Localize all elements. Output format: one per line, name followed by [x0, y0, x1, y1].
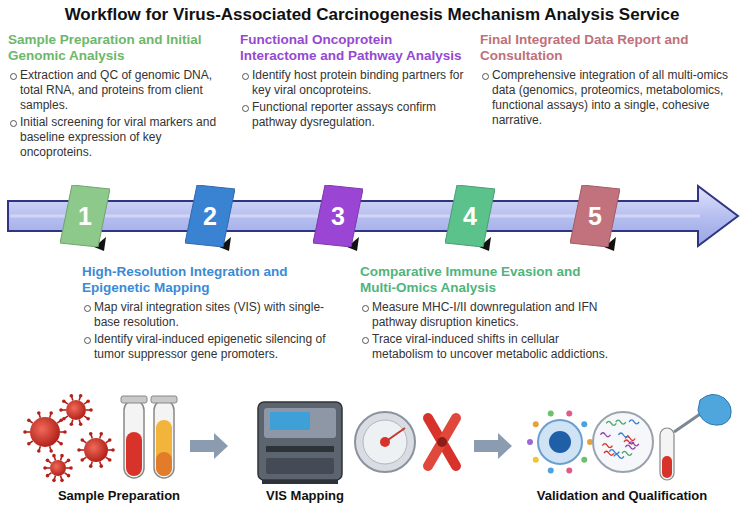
step-heading: Sample Preparation and Initial Genomic A… — [8, 32, 226, 64]
bullet-text: Initial screening for viral markers and … — [20, 115, 216, 159]
pipette-and-tube — [660, 394, 731, 480]
bullet-item: Trace viral-induced shifts in cellular m… — [360, 332, 610, 362]
virus-illustration — [23, 394, 115, 482]
step-tag: 5 — [570, 185, 620, 247]
bullet-marker — [362, 305, 369, 312]
step-tag: 3 — [313, 185, 363, 247]
bullet-marker — [362, 337, 369, 344]
bullet-item: Comprehensive integration of all multi-o… — [480, 68, 736, 128]
step-number: 1 — [60, 185, 110, 247]
illustration-caption: Validation and Qualification — [507, 488, 737, 503]
bullet-text: Measure MHC-I/II downregulation and IFN … — [372, 300, 597, 329]
step-description: Comparative Immune Evasion and Multi-Omi… — [360, 264, 610, 364]
step-number: 4 — [445, 185, 495, 247]
step-description: Sample Preparation and Initial Genomic A… — [8, 32, 226, 162]
bullet-marker — [242, 105, 249, 112]
step-tag: 1 — [60, 185, 110, 247]
bullet-item: Identify viral-induced epigenetic silenc… — [82, 332, 340, 362]
step-tag: 4 — [445, 185, 495, 247]
step-number: 3 — [313, 185, 363, 247]
bullet-marker — [242, 73, 249, 80]
bullet-item: Identify host protein binding partners f… — [240, 68, 468, 98]
immune-cell — [527, 410, 593, 473]
bullet-marker — [10, 120, 17, 127]
bullet-text: Identify viral-induced epigenetic silenc… — [94, 332, 325, 361]
illustration-caption: VIS Mapping — [190, 488, 420, 503]
step-heading: High-Resolution Integration and Epigenet… — [82, 264, 340, 296]
step-heading: Functional Oncoprotein Interactome and P… — [240, 32, 468, 64]
bullet-marker — [84, 305, 91, 312]
tag-folds — [94, 237, 616, 251]
step-description: High-Resolution Integration and Epigenet… — [82, 264, 340, 364]
flow-arrow — [474, 433, 512, 459]
bullet-item: Functional reporter assays confirm pathw… — [240, 100, 468, 130]
bullet-item: Map viral integration sites (VIS) with s… — [82, 300, 340, 330]
step-number: 5 — [570, 185, 620, 247]
diagram-title: Workflow for Virus-Associated Carcinogen… — [0, 5, 744, 25]
bullet-item: Extraction and QC of genomic DNA, total … — [8, 68, 226, 113]
illustration-caption: Sample Preparation — [4, 488, 234, 503]
flow-arrow — [190, 433, 228, 459]
step-heading: Comparative Immune Evasion and Multi-Omi… — [360, 264, 610, 296]
step-tag: 2 — [185, 185, 235, 247]
step-description: Final Integrated Data Report and Consult… — [480, 32, 736, 130]
bullet-text: Extraction and QC of genomic DNA, total … — [20, 68, 212, 112]
sequencer-machine — [258, 402, 342, 484]
step-heading: Final Integrated Data Report and Consult… — [480, 32, 736, 64]
bullet-marker — [10, 73, 17, 80]
chromosome — [428, 418, 456, 466]
step-number: 2 — [185, 185, 235, 247]
timeline-arrow — [8, 186, 738, 246]
bullet-text: Trace viral-induced shifts in cellular m… — [372, 332, 608, 361]
bullet-text: Functional reporter assays confirm pathw… — [252, 100, 436, 129]
bullet-text: Map viral integration sites (VIS) with s… — [94, 300, 324, 329]
culture-dish — [355, 412, 415, 472]
bullet-marker — [84, 337, 91, 344]
bullet-item: Initial screening for viral markers and … — [8, 115, 226, 160]
bullet-text: Identify host protein binding partners f… — [252, 68, 463, 97]
bullet-marker — [482, 73, 489, 80]
test-tubes — [121, 396, 177, 478]
bullet-item: Measure MHC-I/II downregulation and IFN … — [360, 300, 610, 330]
tissue-sample — [593, 412, 653, 472]
bullet-text: Comprehensive integration of all multi-o… — [492, 68, 728, 127]
step-description: Functional Oncoprotein Interactome and P… — [240, 32, 468, 132]
